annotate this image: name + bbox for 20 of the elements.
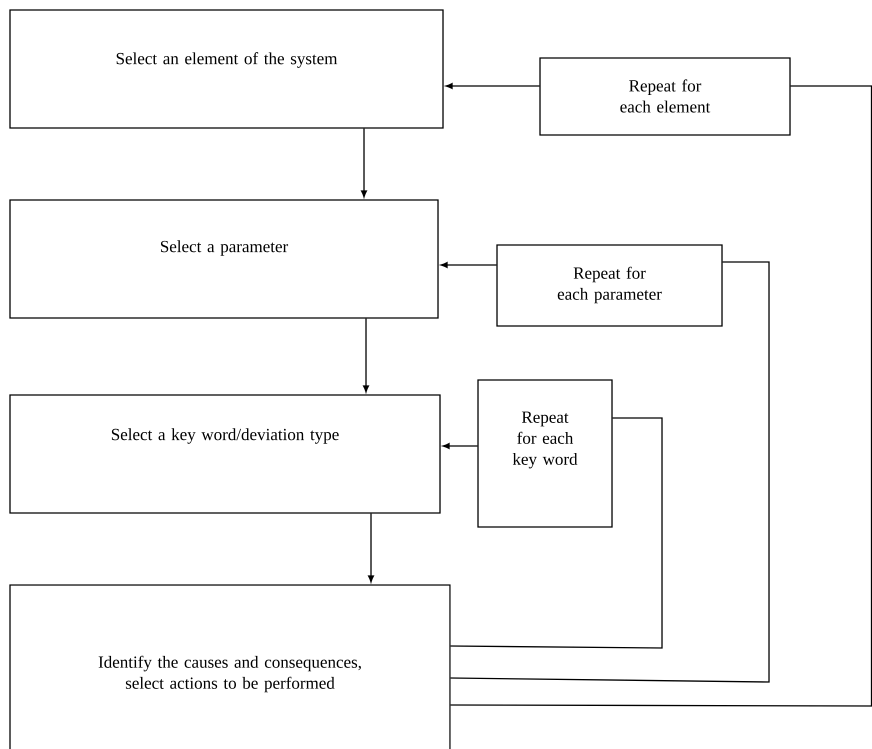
arrow <box>368 514 374 582</box>
arrow <box>361 128 367 198</box>
box-label: Identify the causes and consequences, select actions to be performed <box>98 656 361 692</box>
box-label: Select a key word/deviation type <box>112 428 339 444</box>
box-label: Repeat for each key word <box>512 412 578 468</box>
repeat-box <box>539 57 791 136</box>
box-label: Select an element of the system <box>116 52 338 68</box>
arrow <box>446 83 540 89</box>
repeat-box <box>477 379 613 528</box>
arrow <box>440 262 496 268</box>
arrow <box>442 443 478 449</box>
arrow <box>363 318 369 392</box>
process-box <box>9 584 451 749</box>
process-box <box>9 199 439 319</box>
process-box <box>9 394 441 514</box>
box-label: Select a parameter <box>160 240 288 256</box>
box-label: Repeat for each element <box>620 79 710 113</box>
box-label: Repeat for each parameter <box>558 266 662 304</box>
process-box <box>9 9 444 129</box>
repeat-box <box>496 244 723 327</box>
